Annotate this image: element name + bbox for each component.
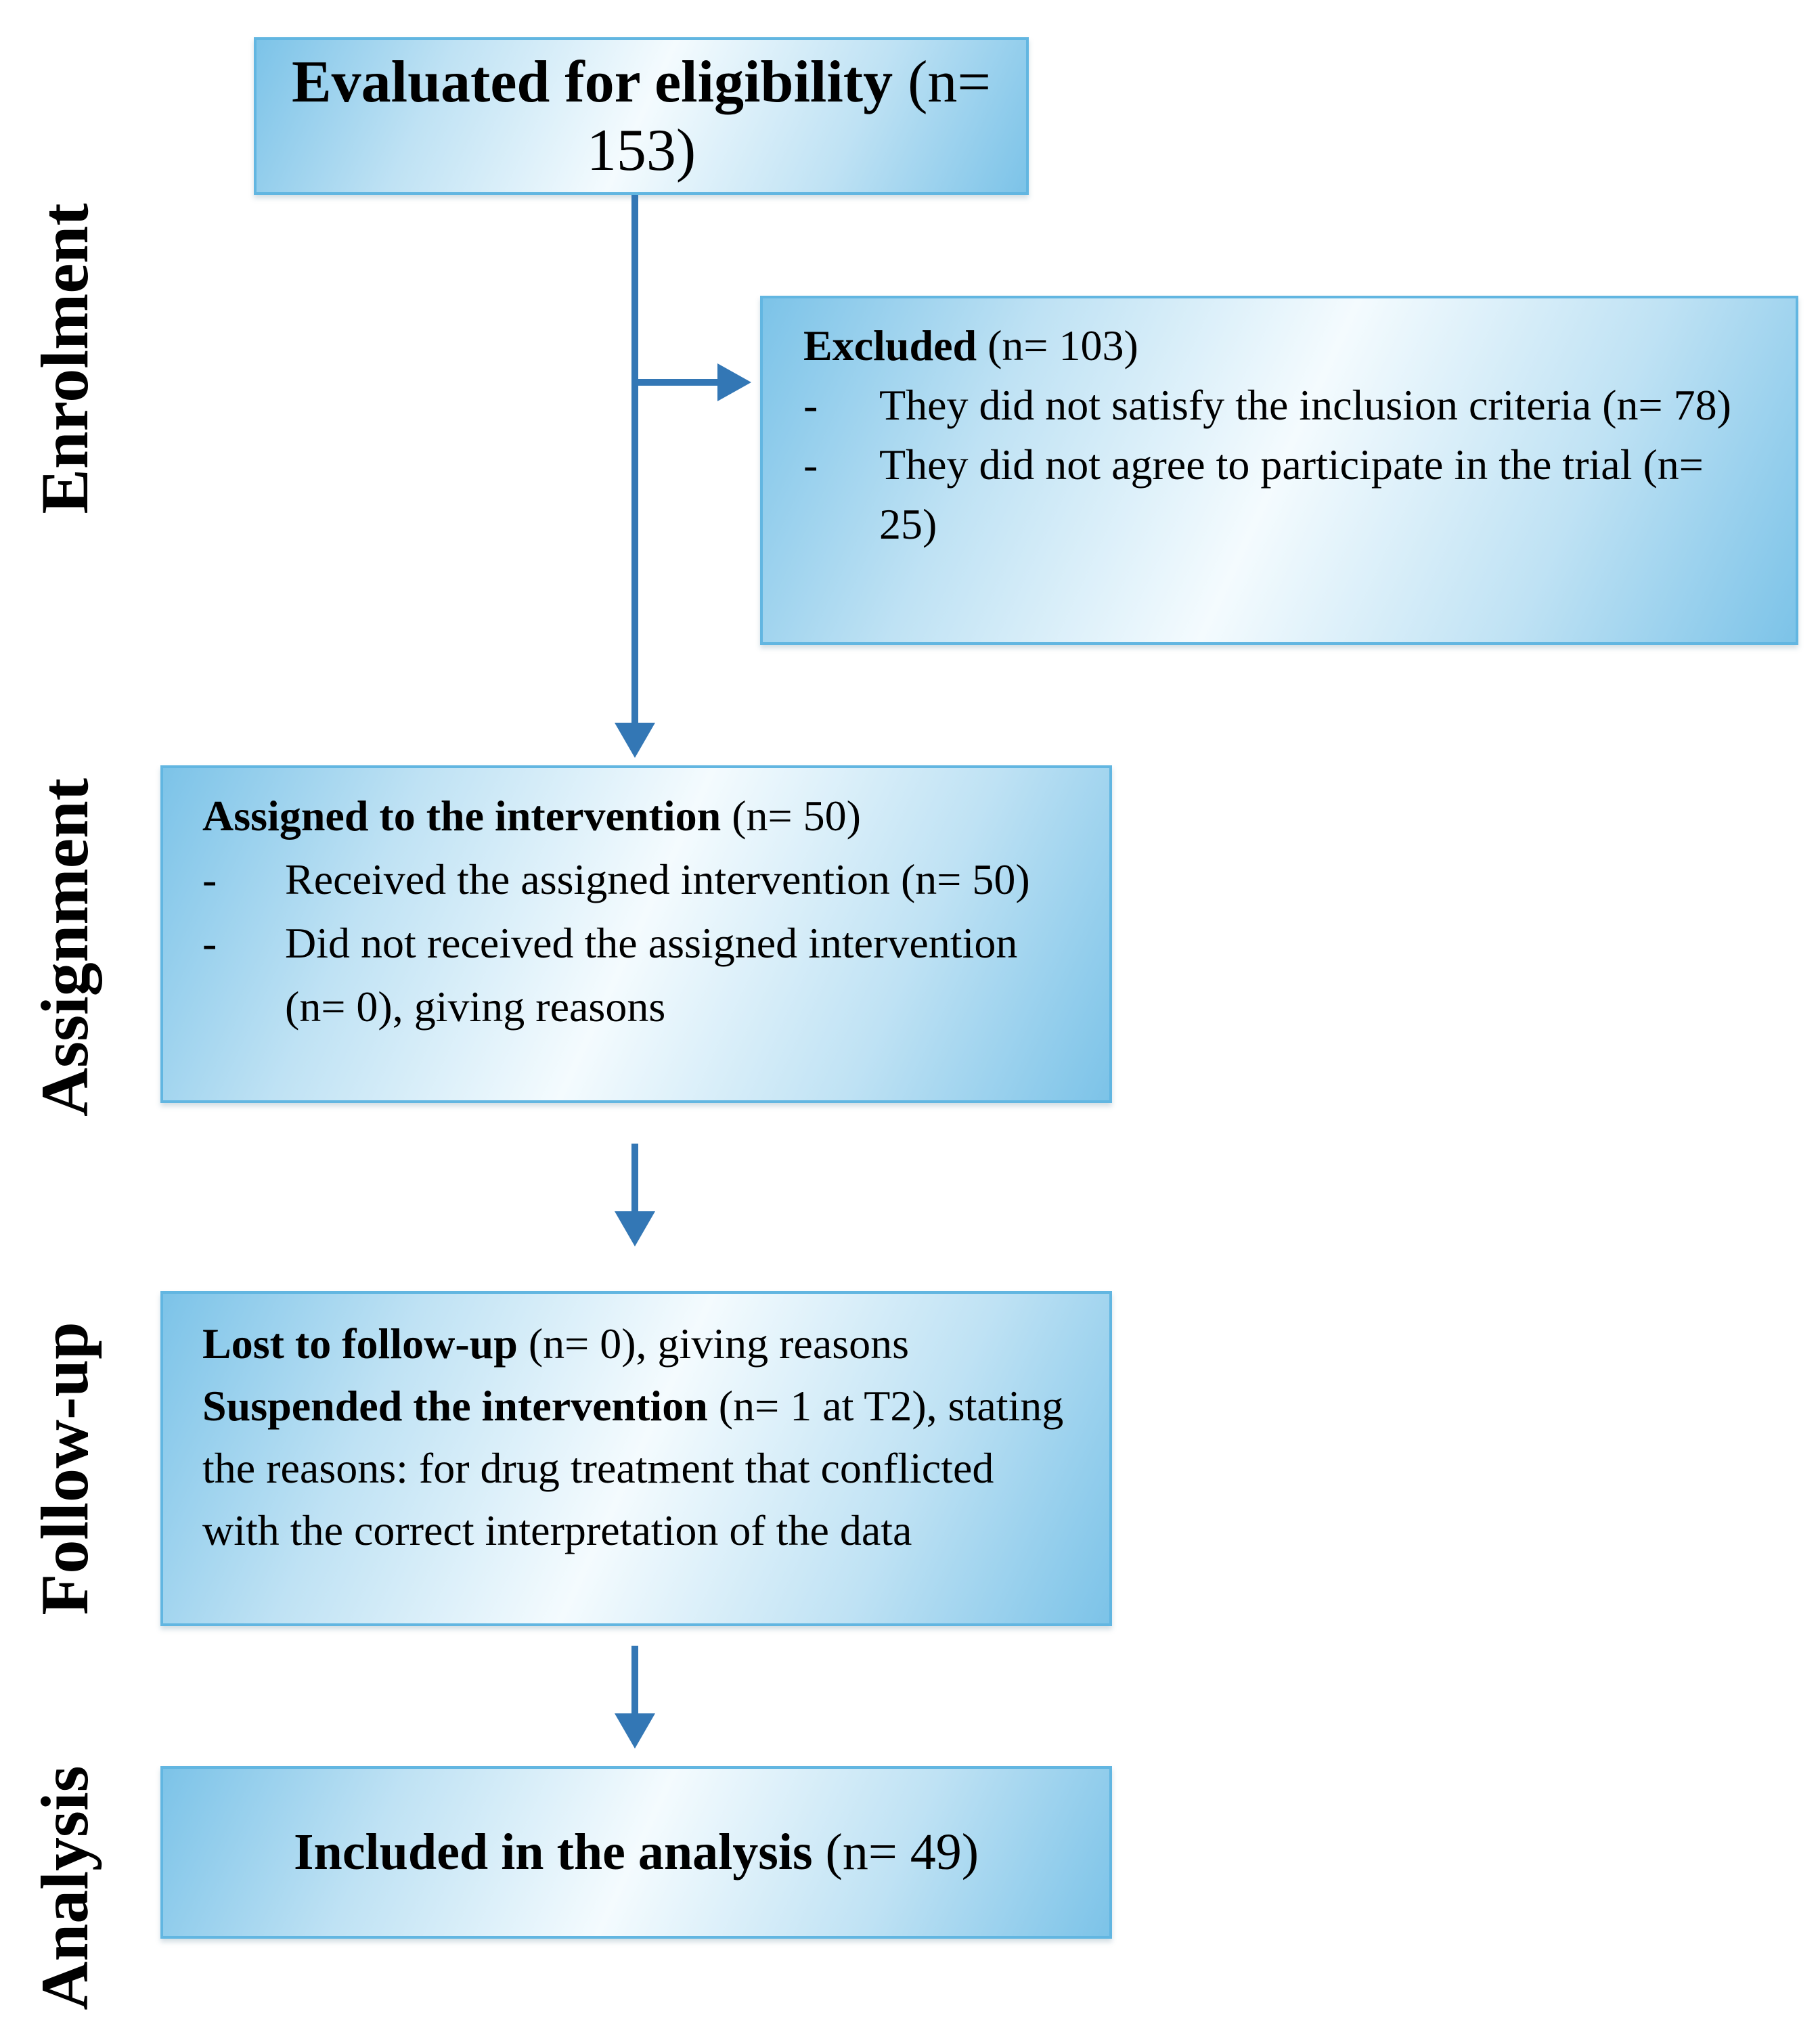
analysis-heading: Included in the analysis — [293, 1824, 813, 1881]
excluded-reason-text: They did not agree to participate in the… — [879, 441, 1704, 548]
excluded-reason-item: - They did not satisfy the inclusion cri… — [803, 376, 1770, 435]
dash-bullet: - — [202, 855, 217, 903]
excluded-reason-text: They did not satisfy the inclusion crite… — [879, 381, 1731, 429]
assigned-count: (n= 50) — [721, 792, 861, 840]
assigned-detail-item: - Received the assigned intervention (n=… — [202, 848, 1084, 911]
arrow-to-excluded-head — [717, 363, 751, 401]
follow-up-box: Lost to follow-up (n= 0), giving reasons… — [160, 1291, 1112, 1626]
lost-to-followup-detail: (n= 0), giving reasons — [517, 1320, 910, 1368]
excluded-box: Excluded (n= 103) - They did not satisfy… — [760, 296, 1798, 645]
eligibility-box: Evaluated for eligibility (n= 153) — [254, 37, 1029, 195]
dash-bullet: - — [202, 919, 217, 967]
excluded-count: (n= 103) — [977, 321, 1138, 369]
arrow-to-excluded-shaft — [635, 379, 719, 386]
excluded-heading: Excluded — [803, 321, 977, 369]
eligibility-heading: Evaluated for eligibility — [291, 49, 893, 115]
assigned-heading: Assigned to the intervention — [202, 792, 722, 840]
dash-bullet: - — [803, 381, 818, 429]
arrow-followup-to-analysis-shaft — [631, 1646, 638, 1715]
eligibility-count: (n= 153) — [586, 49, 992, 183]
analysis-box: Included in the analysis (n= 49) — [160, 1766, 1112, 1939]
eligibility-text: Evaluated for eligibility (n= 153) — [257, 48, 1026, 185]
assigned-detail-item: - Did not received the assigned interven… — [202, 911, 1084, 1039]
arrow-eligibility-to-assigned-shaft — [631, 195, 638, 724]
arrow-assigned-to-followup-shaft — [631, 1144, 638, 1213]
assigned-box: Assigned to the intervention (n= 50) - R… — [160, 765, 1112, 1103]
arrow-followup-to-analysis-head — [615, 1713, 655, 1749]
excluded-heading-line: Excluded (n= 103) — [803, 316, 1770, 376]
dash-bullet: - — [803, 441, 818, 489]
arrow-assigned-to-followup-head — [615, 1211, 655, 1246]
assigned-detail-text: Received the assigned intervention (n= 5… — [285, 855, 1030, 903]
followup-line: Suspended the intervention (n= 1 at T2),… — [202, 1375, 1081, 1562]
stage-label-enrolment: Enrolment — [26, 203, 102, 514]
suspended-heading: Suspended the intervention — [202, 1382, 708, 1430]
assigned-heading-line: Assigned to the intervention (n= 50) — [202, 784, 1084, 848]
arrow-eligibility-to-assigned-head — [615, 723, 655, 758]
analysis-text: Included in the analysis (n= 49) — [294, 1823, 979, 1882]
assigned-detail-text: Did not received the assigned interventi… — [285, 919, 1018, 1031]
analysis-count: (n= 49) — [812, 1824, 979, 1881]
followup-line: Lost to follow-up (n= 0), giving reasons — [202, 1313, 1081, 1375]
excluded-reason-item: - They did not agree to participate in t… — [803, 435, 1770, 554]
lost-to-followup-heading: Lost to follow-up — [202, 1320, 518, 1368]
suspended-detail: (n= 1 at T2), stating the reasons: for d… — [202, 1382, 1064, 1554]
stage-label-analysis: Analysis — [26, 1765, 102, 2010]
